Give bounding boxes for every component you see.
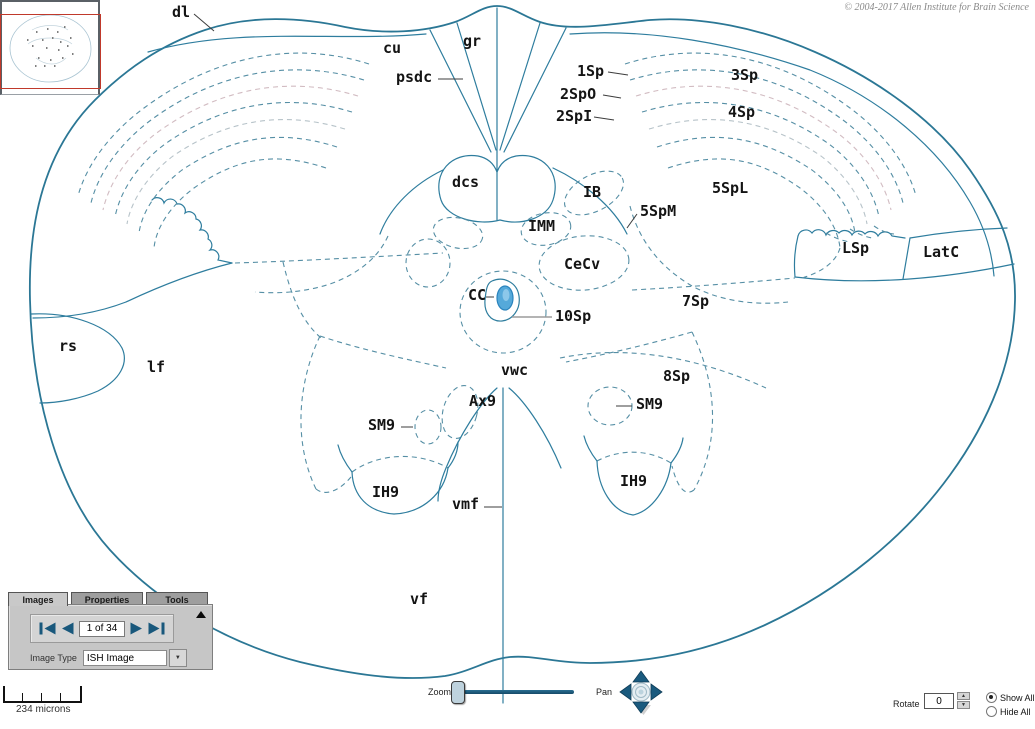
rotate-value-input[interactable] — [924, 693, 954, 709]
scale-bar-label: 234 microns — [16, 704, 71, 715]
region-label-ih9-right: IH9 — [620, 472, 648, 490]
next-arrow-icon — [130, 622, 142, 635]
region-label-5spm: 5SpM — [640, 202, 677, 220]
image-type-row: Image Type ▼ — [30, 649, 187, 667]
region-label-latc: LatC — [923, 243, 960, 261]
pan-directional-pad[interactable] — [618, 669, 664, 715]
pan-down-icon[interactable] — [632, 701, 650, 714]
tab-properties[interactable]: Properties — [71, 592, 143, 605]
region-label-vf: vf — [410, 590, 429, 608]
show-all-radio-label[interactable]: Show All — [1000, 692, 1035, 703]
region-label-rs: rs — [59, 337, 78, 355]
region-label-8sp: 8Sp — [663, 367, 691, 385]
region-label-psdc: psdc — [396, 68, 433, 86]
region-label-cc: CC — [468, 286, 487, 304]
scale-bar — [3, 686, 82, 703]
pan-right-icon[interactable] — [650, 683, 663, 701]
image-position-field[interactable] — [79, 620, 125, 637]
region-label-7sp: 7Sp — [682, 292, 710, 310]
region-label-imm: IMM — [528, 217, 556, 235]
rotate-spin-down-button[interactable]: ▼ — [957, 701, 970, 709]
overview-thumbnail[interactable] — [0, 0, 101, 95]
image-type-value[interactable] — [82, 650, 167, 666]
region-label-ax9: Ax9 — [469, 392, 497, 410]
thumbnail-mini-diagram — [9, 14, 92, 83]
region-label-sm9-right: SM9 — [636, 395, 664, 413]
image-type-dropdown-button[interactable]: ▼ — [168, 649, 187, 667]
region-label-sm9-left: SM9 — [368, 416, 396, 434]
hide-all-radio-label[interactable]: Hide All — [1000, 706, 1031, 717]
image-navigation — [30, 614, 174, 643]
first-image-button[interactable] — [39, 622, 56, 635]
skip-to-last-icon — [148, 622, 165, 635]
pan-label: Pan — [596, 687, 613, 697]
region-label-4sp: 4Sp — [728, 103, 756, 121]
spinner-up-icon: ▲ — [961, 693, 966, 699]
spinner-down-icon: ▼ — [961, 702, 966, 708]
region-label-10sp: 10Sp — [555, 307, 592, 325]
collapse-panel-button[interactable] — [196, 611, 206, 618]
region-label-vwc: vwc — [501, 361, 529, 379]
zoom-slider-track[interactable] — [464, 690, 574, 694]
region-label-ib: IB — [583, 183, 602, 201]
zoom-label: Zoom — [428, 687, 452, 697]
region-label-lsp: LSp — [842, 239, 870, 257]
region-label-2spo: 2SpO — [560, 85, 597, 103]
dropdown-arrow-icon: ▼ — [174, 655, 181, 661]
region-label-ih9-left: IH9 — [372, 483, 400, 501]
rotate-label: Rotate — [893, 699, 920, 709]
thumbnail-view-rectangle — [0, 14, 101, 89]
show-all-radio-icon[interactable] — [986, 692, 997, 703]
tab-images[interactable]: Images — [8, 592, 68, 606]
panel-body: Image Type ▼ — [8, 604, 213, 670]
copyright-text: © 2004-2017 Allen Institute for Brain Sc… — [844, 2, 1029, 13]
image-type-label: Image Type — [30, 653, 77, 663]
region-label-3sp: 3Sp — [731, 66, 759, 84]
region-label-dcs: dcs — [452, 173, 480, 191]
show-all-radio[interactable]: Show All — [986, 692, 1035, 703]
pan-up-icon[interactable] — [632, 670, 650, 683]
hide-all-radio[interactable]: Hide All — [986, 706, 1031, 717]
spinal-cord-outline — [28, 5, 1016, 679]
region-label-lf: lf — [147, 358, 166, 376]
last-image-button[interactable] — [148, 622, 165, 635]
skip-to-first-icon — [39, 622, 56, 635]
region-label-cu: cu — [383, 39, 402, 57]
region-label-5spl: 5SpL — [712, 179, 749, 197]
pan-left-icon[interactable] — [619, 683, 632, 701]
region-label-cecv: CeCv — [564, 255, 601, 273]
tab-tools[interactable]: Tools — [146, 592, 208, 605]
region-label-dl: dl — [172, 3, 191, 21]
region-label-2spi: 2SpI — [556, 107, 593, 125]
zoom-slider-handle[interactable] — [451, 681, 465, 704]
region-label-vmf: vmf — [452, 495, 480, 513]
rotate-spin-up-button[interactable]: ▲ — [957, 692, 970, 700]
hide-all-radio-icon[interactable] — [986, 706, 997, 717]
previous-image-button[interactable] — [61, 622, 74, 635]
region-label-gr: gr — [463, 32, 482, 50]
panel-tabs: Images Properties Tools — [8, 592, 211, 606]
next-image-button[interactable] — [130, 622, 143, 635]
region-label-1sp: 1Sp — [577, 62, 605, 80]
previous-arrow-icon — [62, 622, 74, 635]
